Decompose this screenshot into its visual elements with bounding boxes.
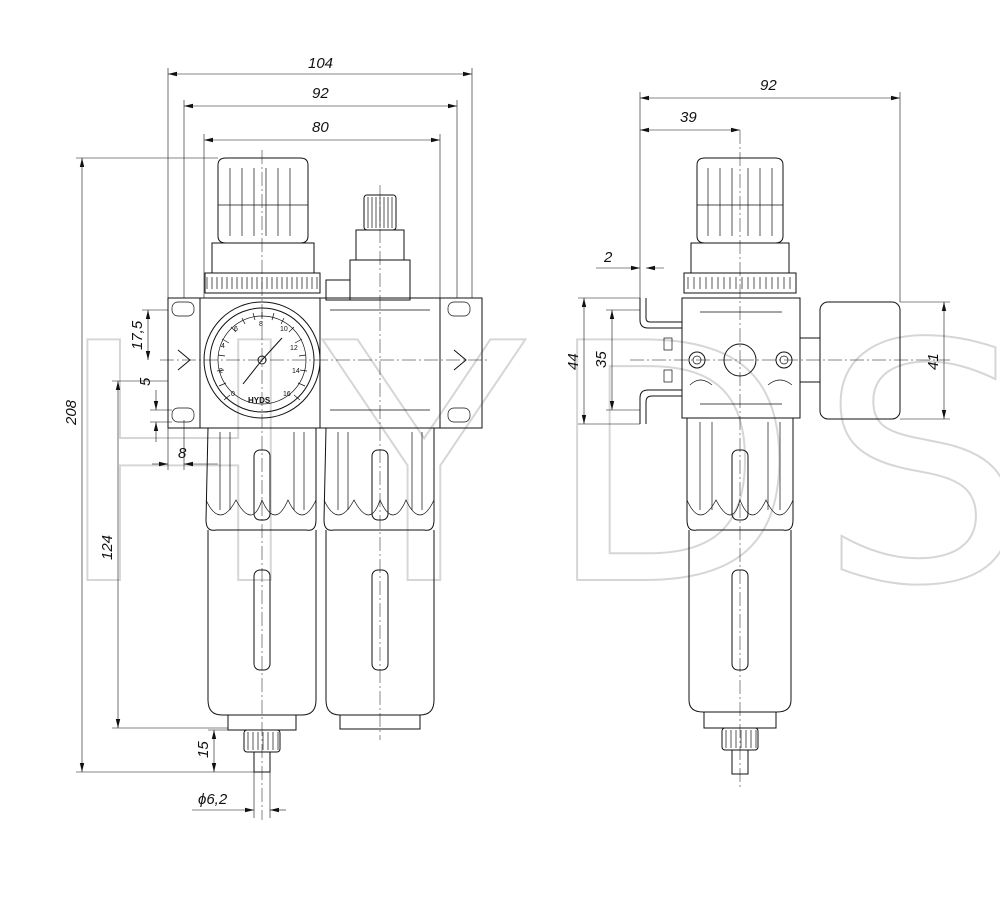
gauge-label-8: 8 [259,321,263,328]
watermark: HYDS [55,274,1000,658]
dim-edge-8: 8 [178,445,187,462]
dim-bracket-2: 2 [603,249,613,266]
dim-depth-39: 39 [680,109,697,126]
dim-width-104: 104 [308,55,333,72]
dim-gauge-41: 41 [925,353,942,370]
gauge-label-12: 12 [290,345,298,352]
dim-width-80: 80 [312,119,329,136]
gauge-label-14: 14 [292,368,300,375]
dim-drain-dia: ϕ6,2 [198,791,228,808]
front-dimensions: 104 92 80 208 124 17,5 5 [63,55,473,818]
gauge-label-10: 10 [280,326,288,333]
side-dimensions: 92 39 2 44 35 41 [565,77,950,425]
dim-slot-35: 35 [593,351,610,368]
dim-width-92: 92 [312,85,329,102]
gauge-brand: HYDS [248,396,271,405]
dim-height-124: 124 [99,535,116,560]
gauge-label-16: 16 [283,391,291,398]
dim-bracket-44: 44 [565,353,582,370]
dim-port-17-5: 17,5 [129,320,146,350]
gauge-label-4: 4 [221,343,225,350]
regulator-knob [204,157,321,294]
dim-height-208: 208 [63,399,80,426]
gauge-label-6: 6 [234,326,238,333]
dim-slot-5: 5 [137,377,154,386]
gauge-label-0: 0 [231,391,235,398]
side-view [630,130,950,790]
front-view: 0 2 4 6 8 10 12 14 16 HYDS [160,150,490,820]
dim-drain-15: 15 [195,741,212,758]
dim-depth-92: 92 [760,77,777,94]
gauge-label-2: 2 [219,368,223,375]
